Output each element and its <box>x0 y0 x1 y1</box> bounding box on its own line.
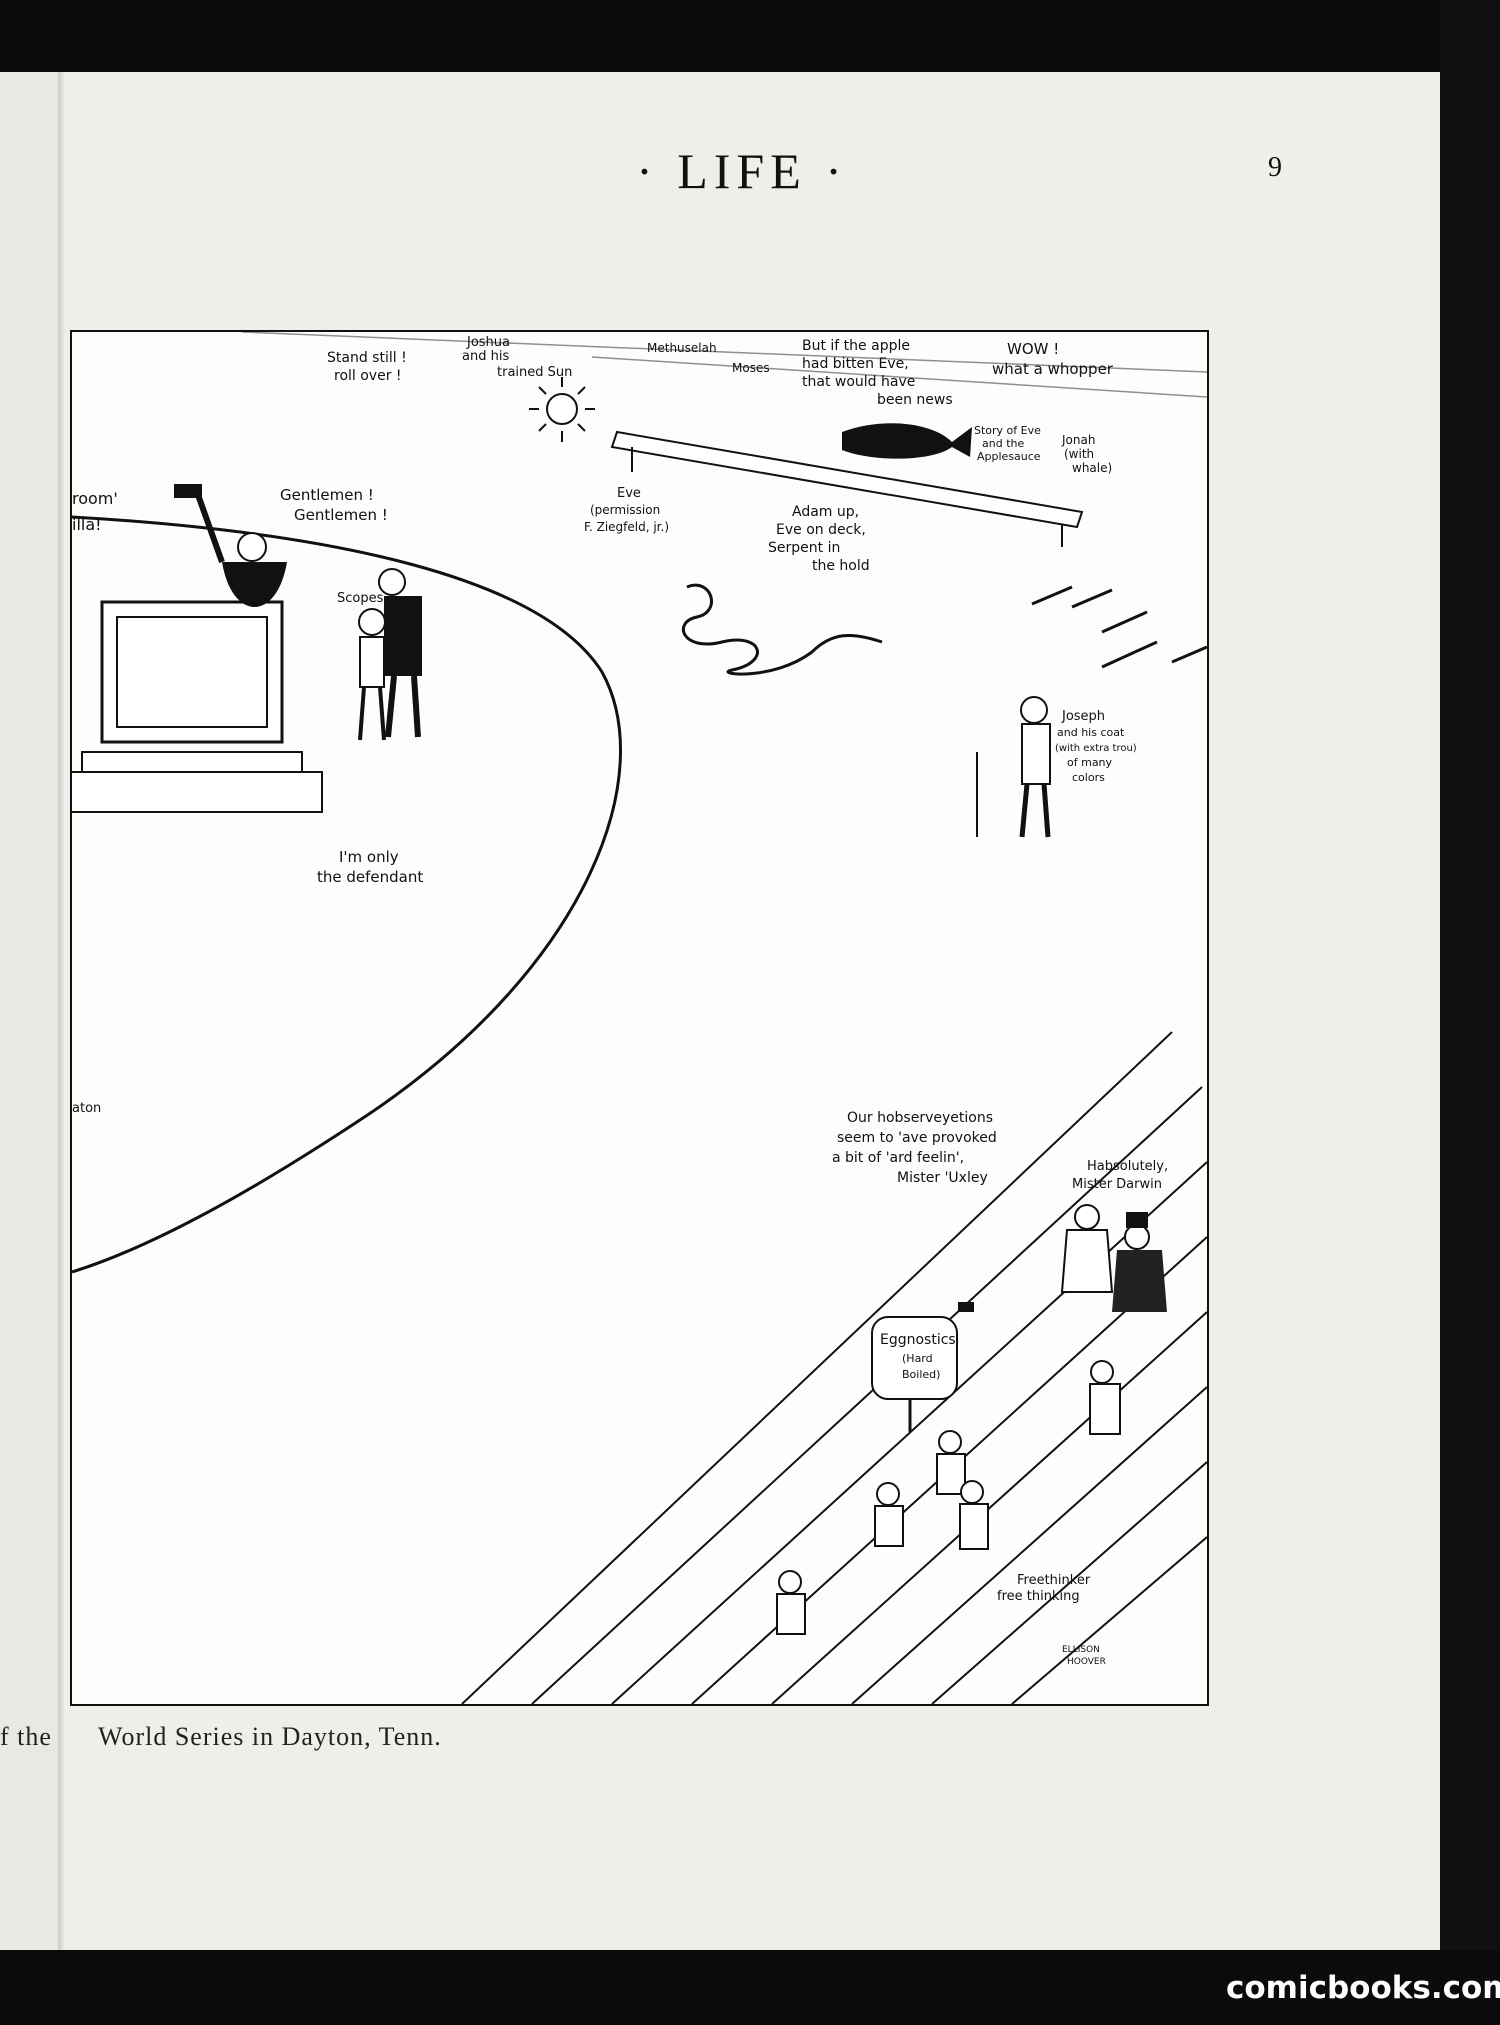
newspaper-line2: and the <box>982 437 1024 450</box>
newspaper-line3: Applesauce <box>977 450 1041 463</box>
balloon-apple-line2: had bitten Eve, <box>802 356 909 372</box>
balloon-darwin-line1: Habsolutely, <box>1087 1159 1168 1174</box>
balloon-huxley-line3: a bit of 'ard feelin', <box>832 1150 964 1166</box>
balloon-gentlemen-line1: Gentlemen ! <box>280 486 374 504</box>
label-jonah-line2: (with <box>1064 447 1094 461</box>
bench <box>610 430 1084 547</box>
top-bleachers <box>241 332 1207 398</box>
balloon-adam-line3: Serpent in <box>768 540 840 556</box>
balloon-joseph-line1: Joseph <box>1061 709 1105 724</box>
scan-frame-top <box>0 0 1500 72</box>
balloon-apple-line4: been news <box>877 392 953 408</box>
facing-page-edge <box>0 72 60 1950</box>
balloon-defendant-line1: I'm only <box>339 848 399 866</box>
balloon-wow-line1: WOW ! <box>1007 340 1059 358</box>
darwin-and-huxley-figures <box>958 1204 1167 1312</box>
balloon-adam-line4: the hold <box>812 558 870 574</box>
stadium-field-edge <box>72 515 622 1274</box>
balloon-apple-line3: that would have <box>802 374 915 390</box>
balloon-joseph-line2: and his coat <box>1057 726 1125 739</box>
label-freethinker-line2: free thinking <box>997 1589 1080 1604</box>
label-left-edge-second: illa! <box>72 515 102 534</box>
cartoon-panel: room' illa! aton Stand still ! roll over… <box>70 330 1209 1706</box>
balloon-joshua-line3: trained Sun <box>497 365 572 380</box>
balloon-eve-line3: F. Ziegfeld, jr.) <box>584 520 669 534</box>
magazine-header: · LIFE · <box>636 143 848 199</box>
balloon-gentlemen-line2: Gentlemen ! <box>294 506 388 524</box>
label-scopes: Scopes <box>337 591 384 606</box>
balloon-joseph-line4: of many <box>1067 756 1113 769</box>
balloon-huxley-line1: Our hobserveyetions <box>847 1110 993 1126</box>
label-freethinker-line1: Freethinker <box>1017 1573 1091 1588</box>
balloon-stand-still-line2: roll over ! <box>334 368 402 384</box>
signature-line2: HOOVER <box>1067 1657 1106 1667</box>
cartoon-drawing: room' illa! aton Stand still ! roll over… <box>72 332 1207 1704</box>
balloon-huxley-line4: Mister 'Uxley <box>897 1170 988 1186</box>
joseph-figure <box>976 696 1051 838</box>
balloon-joseph-line5: colors <box>1072 771 1105 784</box>
balloon-eve-line2: (permission <box>590 503 660 517</box>
sun-drawing <box>529 377 595 442</box>
bailiff-figure <box>378 568 422 738</box>
balloon-defendant-line2: the defendant <box>317 868 423 886</box>
label-methuselah: Methuselah <box>647 341 717 355</box>
watermark: comicbooks.com <box>1226 1970 1500 2006</box>
balloon-wow-line2: what a whopper <box>992 360 1114 378</box>
balloon-joshua-line2: and his <box>462 349 509 364</box>
label-jonah-line1: Jonah <box>1061 433 1095 447</box>
whale-drawing <box>842 423 972 459</box>
newspaper-line1: Story of Eve <box>974 424 1041 437</box>
label-left-edge-top: room' <box>72 489 118 508</box>
caption-left-fragment: f the <box>0 1722 52 1751</box>
label-moses: Moses <box>732 361 770 375</box>
sign-line2: (Hard <box>902 1352 933 1365</box>
balloon-apple-line1: But if the apple <box>802 338 910 354</box>
judge-figure <box>174 484 287 607</box>
sign-line1: Eggnostics <box>880 1332 956 1348</box>
balloon-adam-line1: Adam up, <box>792 504 859 520</box>
serpent-drawing <box>681 583 883 676</box>
scan-frame-bottom <box>0 1950 1500 2025</box>
balloon-eve-line1: Eve <box>617 486 641 501</box>
page-gutter <box>58 72 64 1950</box>
signature-line1: ELLISON <box>1062 1645 1100 1655</box>
clubs-drawing <box>1031 585 1207 669</box>
sign-line3: Boiled) <box>902 1368 940 1381</box>
label-left-edge-bottom: aton <box>72 1101 101 1116</box>
sign-board <box>871 1316 958 1400</box>
label-jonah-line3: whale) <box>1072 461 1112 475</box>
balloon-stand-still-line1: Stand still ! <box>327 350 407 366</box>
spectators-drawing <box>776 1360 1121 1635</box>
balloon-adam-line2: Eve on deck, <box>776 522 866 538</box>
page-number: 9 <box>1268 152 1282 183</box>
balloon-joshua-line1: Joshua <box>466 335 510 350</box>
scopes-figure <box>358 608 386 741</box>
balloon-darwin-line2: Mister Darwin <box>1072 1177 1162 1192</box>
caption: World Series in Dayton, Tenn. <box>98 1722 442 1751</box>
judge-desk <box>72 600 323 813</box>
scan-frame-right <box>1440 0 1500 2025</box>
balloon-huxley-line2: seem to 'ave provoked <box>837 1130 997 1146</box>
balloon-joseph-line3: (with extra trou) <box>1055 743 1137 754</box>
